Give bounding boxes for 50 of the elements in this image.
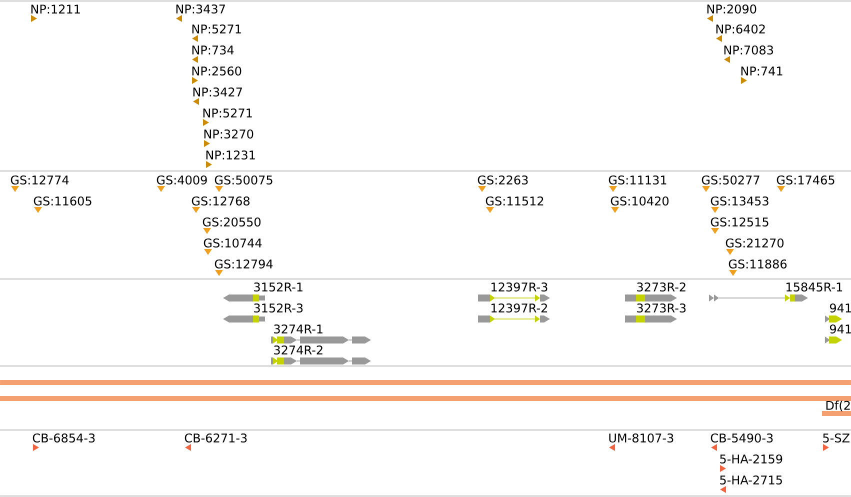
feature-label: GS:50277 xyxy=(702,175,760,185)
feature-label: 3152R-3 xyxy=(254,303,303,313)
feature-label: NP:7083 xyxy=(724,45,774,55)
feature-label: 5-HA-2715 xyxy=(720,475,782,485)
feature-label: NP:3437 xyxy=(176,4,225,14)
feature-label: GS:13453 xyxy=(710,196,768,206)
feature-label: NP:2560 xyxy=(192,66,242,76)
feature-label: GS:50075 xyxy=(214,175,272,185)
feature-label: GS:2263 xyxy=(478,175,528,185)
feature-label: 3152R-1 xyxy=(254,282,302,292)
feature-label: GS:11605 xyxy=(34,196,92,206)
feature-label: CB-5490-3 xyxy=(710,433,773,443)
feature-label: GS:12515 xyxy=(710,217,768,227)
feature-label: NP:3270 xyxy=(204,129,254,139)
feature-label: NP:3427 xyxy=(193,87,242,97)
feature-label: GS:12768 xyxy=(192,196,250,206)
feature-label: NP:1211 xyxy=(31,4,80,14)
feature-label: GS:20550 xyxy=(202,217,261,227)
feature-label: NP:2090 xyxy=(707,4,756,14)
feature-label: 5-SZ xyxy=(823,433,850,443)
feature-label: UM-8107-3 xyxy=(609,433,674,443)
feature-label: 12397R-2 xyxy=(492,303,547,313)
feature-label: CB-6271-3 xyxy=(184,433,247,443)
feature-label: GS:11512 xyxy=(486,196,544,206)
feature-label: 941 xyxy=(830,324,851,334)
feature-label: GS:10744 xyxy=(204,238,262,248)
feature-label: GS:17465 xyxy=(776,175,834,185)
feature-label: GS:11131 xyxy=(608,175,666,185)
feature-label: 5-HA-2159 xyxy=(720,454,782,464)
feature-label: 3274R-2 xyxy=(274,345,322,355)
feature-label: Df(2 xyxy=(826,400,850,412)
feature-label: GS:12794 xyxy=(214,259,273,269)
feature-label: 15845R-1 xyxy=(786,282,842,292)
feature-label: 12397R-3 xyxy=(492,282,548,292)
feature-label: CB-6854-3 xyxy=(32,433,95,443)
feature-label: 3273R-3 xyxy=(637,303,686,313)
feature-label: GS:12774 xyxy=(10,175,69,185)
feature-label: NP:5271 xyxy=(192,24,241,34)
feature-label: NP:1231 xyxy=(206,150,255,160)
feature-label: GS:21270 xyxy=(726,238,784,248)
feature-label: NP:6402 xyxy=(716,24,765,34)
feature-label: NP:734 xyxy=(192,45,234,55)
feature-label: NP:741 xyxy=(741,66,782,76)
feature-label: NP:5271 xyxy=(203,108,252,118)
feature-label: 3273R-2 xyxy=(637,282,686,292)
feature-label: GS:4009 xyxy=(156,175,207,185)
feature-label: 3274R-1 xyxy=(274,324,322,334)
feature-label: 941 xyxy=(830,303,851,313)
feature-label: GS:11886 xyxy=(728,259,787,269)
feature-label: GS:10420 xyxy=(610,196,669,206)
